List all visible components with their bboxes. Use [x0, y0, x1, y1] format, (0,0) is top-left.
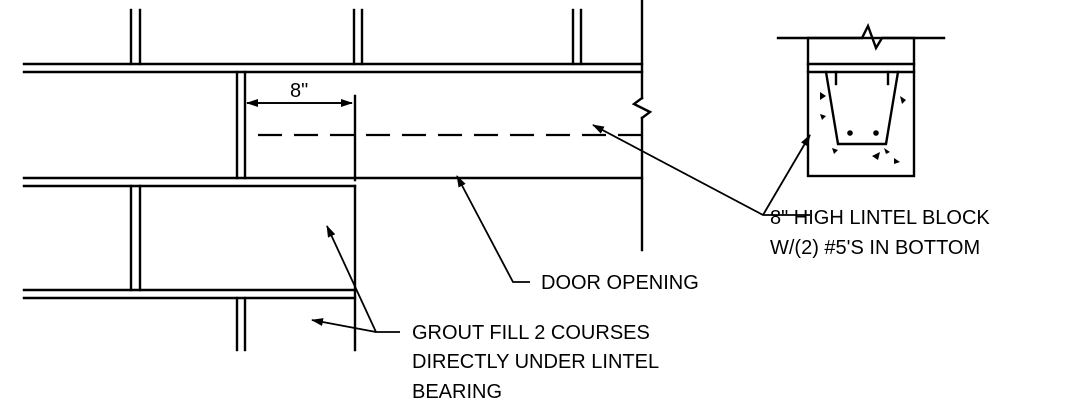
callout-door-line1: DOOR OPENING [541, 272, 699, 294]
rebar-dots [847, 130, 879, 136]
callout-grout-fill: GROUT FILL 2 COURSES DIRECTLY UNDER LINT… [412, 322, 659, 403]
bed-joint-lintel-bottom [22, 176, 644, 188]
block-outline [806, 36, 916, 178]
leader-lintel-elevation [592, 124, 810, 216]
leader-grout-lower [311, 318, 377, 333]
leader-lintel-section [762, 134, 811, 216]
block-cavity [824, 70, 900, 146]
bed-joint-upper [22, 62, 644, 74]
lintel-bearing-joint [235, 70, 247, 180]
leader-grout-upper [326, 225, 400, 333]
callout-lintel-line1: 8" HIGH LINTEL BLOCK [770, 207, 990, 229]
callout-grout-line2: DIRECTLY UNDER LINTEL [412, 351, 659, 373]
callout-grout-line3: BEARING [412, 381, 502, 403]
head-joints-middle [129, 184, 142, 292]
wall-end-break [631, 0, 653, 252]
callout-door-opening: DOOR OPENING [541, 272, 699, 294]
callout-lintel-line2: W/(2) #5'S IN BOTTOM [770, 237, 980, 259]
callout-lintel-block: 8" HIGH LINTEL BLOCK W/(2) #5'S IN BOTTO… [770, 207, 990, 259]
leader-door-opening [456, 175, 530, 283]
lintel-section [776, 22, 946, 178]
bed-joint-lower [22, 288, 357, 300]
dimension-label: 8" [290, 80, 308, 102]
head-joints-top [129, 8, 583, 66]
head-joints-bottom [235, 296, 247, 352]
grout-aggregate-marks [820, 92, 906, 164]
wall-elevation: 8" [22, 0, 653, 352]
callout-grout-line1: GROUT FILL 2 COURSES [412, 322, 650, 344]
dimension-8in: 8" [246, 80, 357, 182]
leader-lines [311, 124, 811, 333]
